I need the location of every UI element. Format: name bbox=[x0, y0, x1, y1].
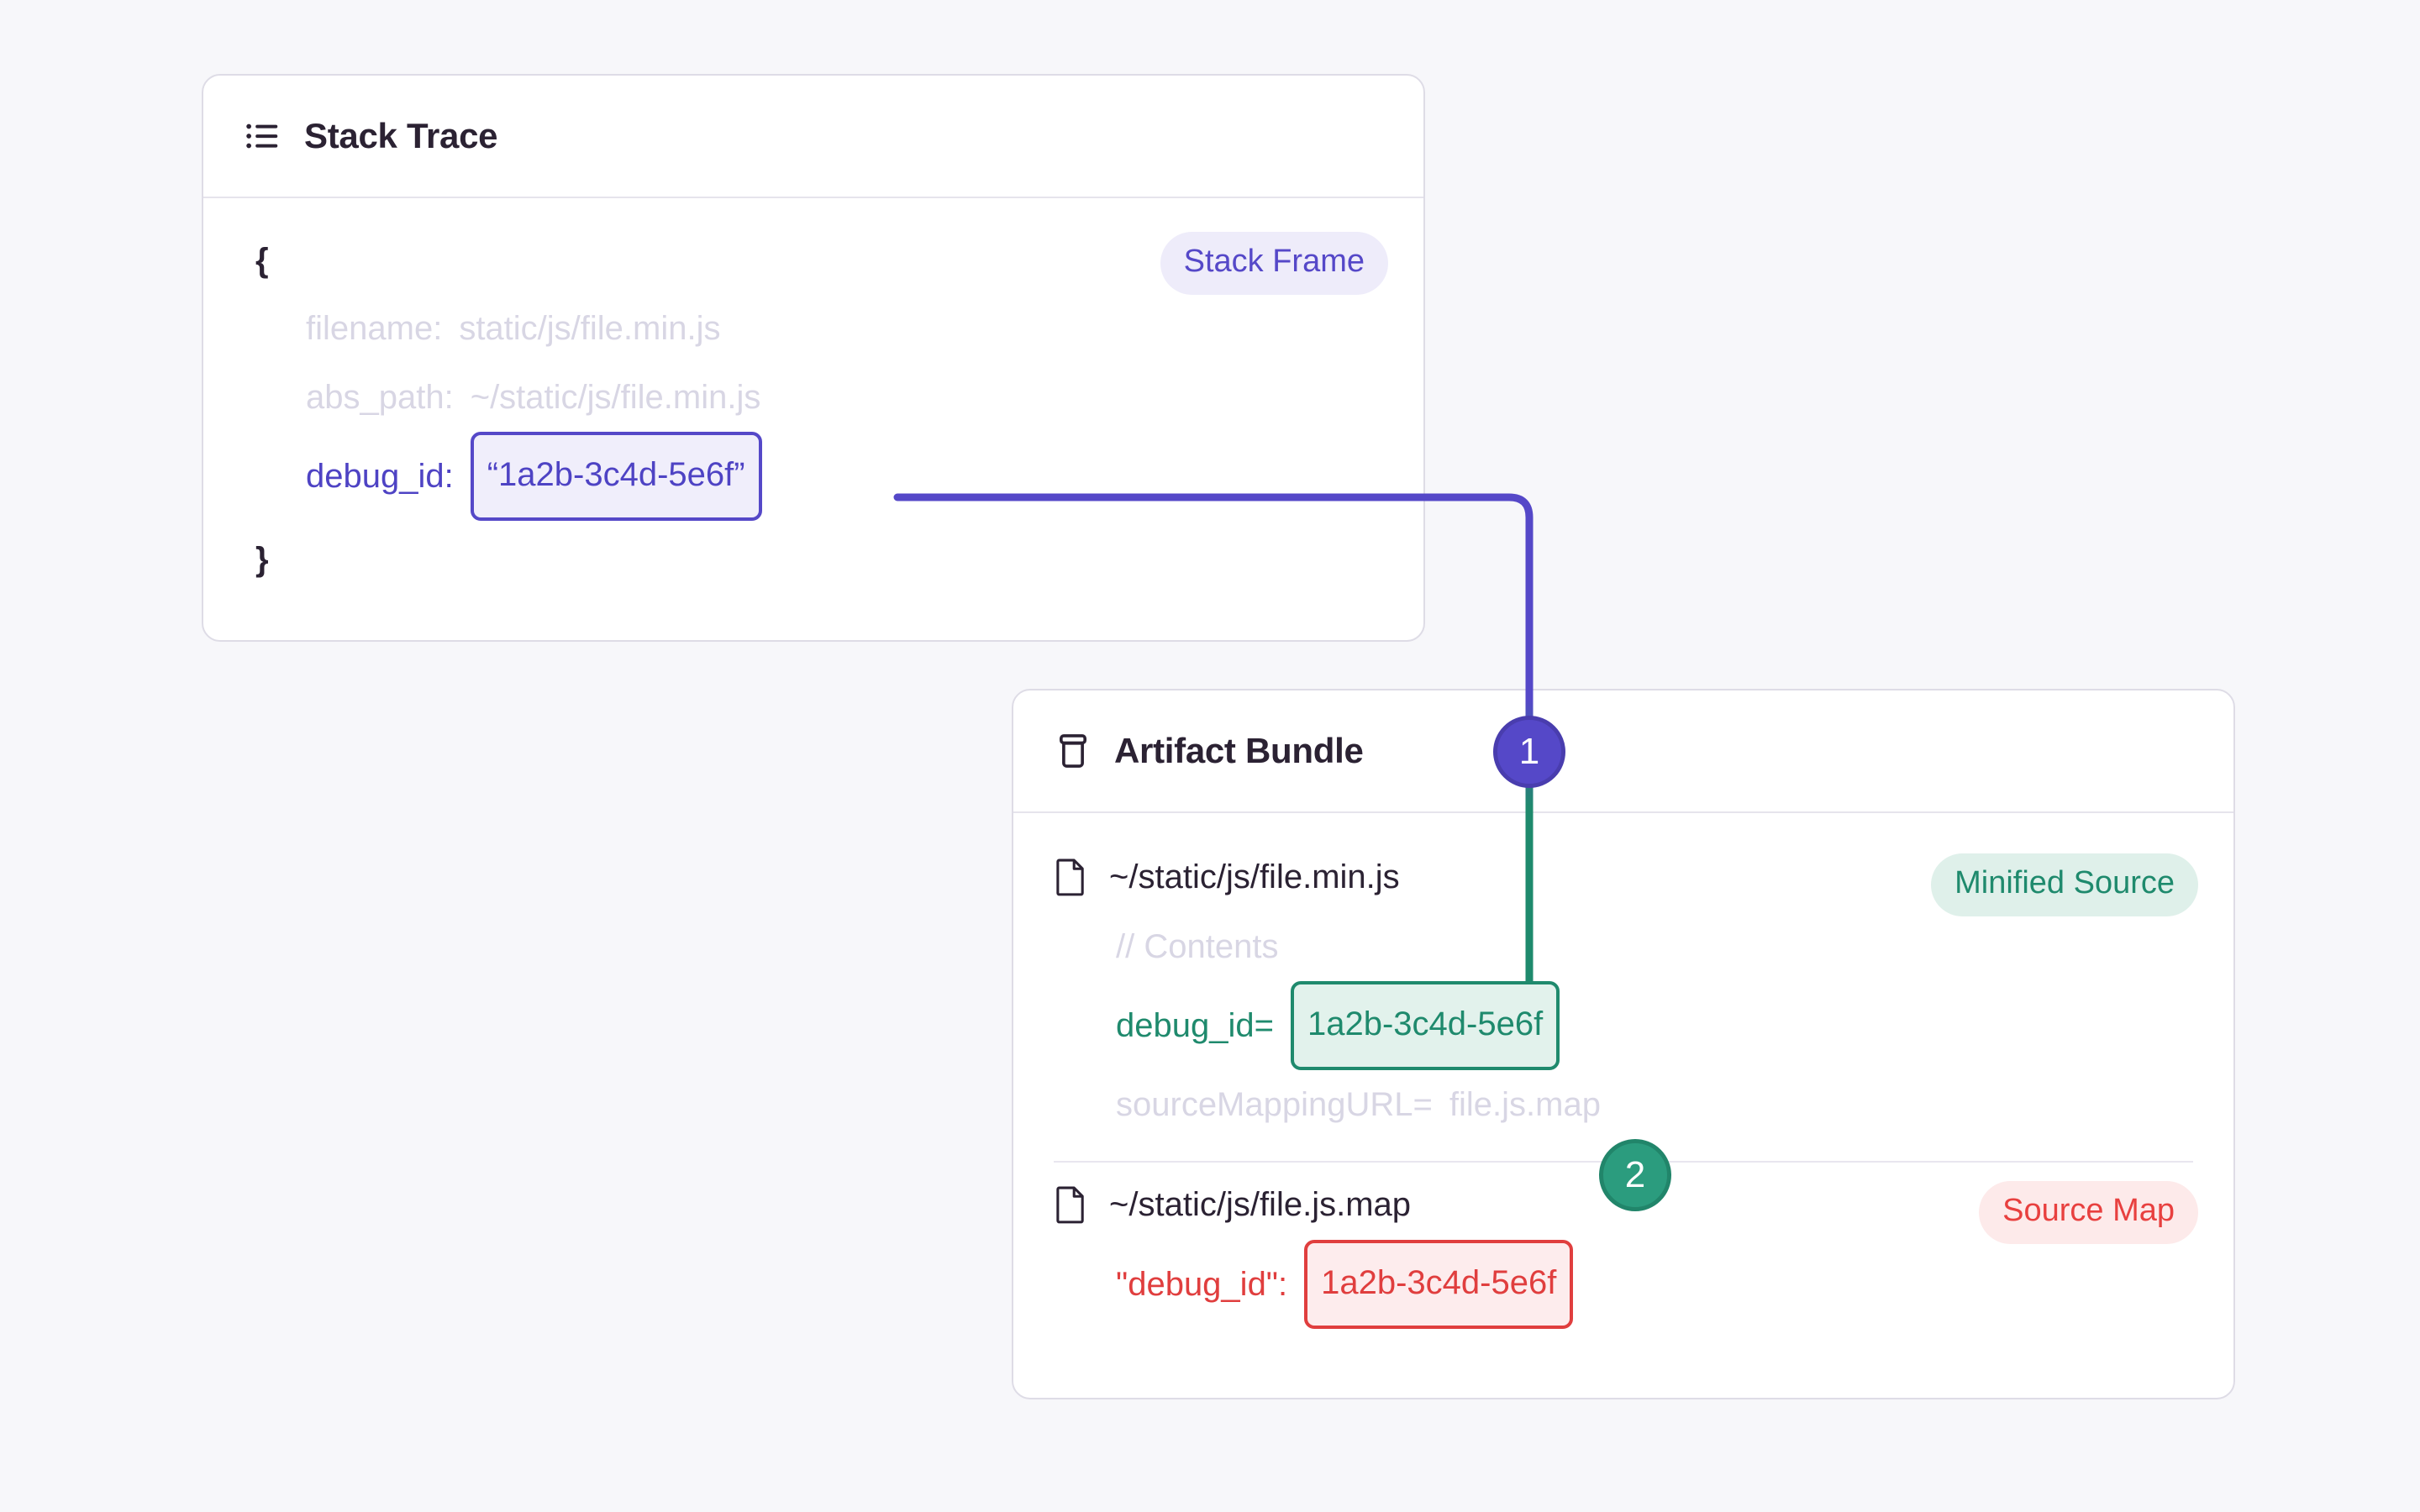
source-map-debug-id-line: "debug_id": 1a2b-3c4d-5e6f bbox=[1054, 1240, 2193, 1329]
step-badge-1-label: 1 bbox=[1518, 731, 1540, 772]
close-brace: } bbox=[255, 541, 269, 578]
stack-trace-title: Stack Trace bbox=[304, 116, 498, 155]
field-debug-id: debug_id: “1a2b-3c4d-5e6f” bbox=[244, 432, 1383, 521]
minified-source-badge: Minified Source bbox=[1931, 853, 2198, 916]
minified-source-filename: ~/static/js/file.min.js bbox=[1109, 858, 1400, 895]
field-filename: filename: static/js/file.min.js bbox=[244, 294, 1383, 363]
stack-trace-header: Stack Trace bbox=[203, 76, 1423, 198]
minified-source-debug-id-line: debug_id= 1a2b-3c4d-5e6f bbox=[1054, 981, 2193, 1070]
step-badge-1[interactable]: 1 bbox=[1493, 716, 1565, 788]
field-abs-path: abs_path: ~/static/js/file.min.js bbox=[244, 363, 1383, 432]
field-abs-path-value: ~/static/js/file.min.js bbox=[470, 379, 761, 416]
stackframe-debug-id-value[interactable]: “1a2b-3c4d-5e6f” bbox=[470, 432, 762, 521]
source-mapping-url-key: sourceMappingURL= bbox=[1116, 1086, 1433, 1123]
file-icon bbox=[1056, 1186, 1084, 1224]
step-badge-2[interactable]: 2 bbox=[1599, 1139, 1671, 1211]
source-map-section: Source Map ~/static/js/file.js.map "debu… bbox=[1054, 1169, 2198, 1329]
stack-trace-body: Stack Frame { filename: static/js/file.m… bbox=[203, 198, 1423, 598]
step-badge-2-label: 2 bbox=[1624, 1154, 1646, 1195]
stack-frame-badge: Stack Frame bbox=[1160, 232, 1388, 295]
artifact-bundle-header: Artifact Bundle bbox=[1013, 690, 2233, 813]
open-brace: { bbox=[255, 242, 269, 279]
source-map-file-row[interactable]: ~/static/js/file.js.map bbox=[1054, 1169, 2193, 1240]
field-abs-path-key: abs_path: bbox=[306, 379, 454, 416]
minified-source-debug-id-value[interactable]: 1a2b-3c4d-5e6f bbox=[1290, 981, 1560, 1070]
minified-source-section: Minified Source ~/static/js/file.min.js … bbox=[1054, 842, 2198, 1139]
field-debug-id-key: debug_id: bbox=[306, 458, 454, 495]
source-map-debug-id-value[interactable]: 1a2b-3c4d-5e6f bbox=[1304, 1240, 1574, 1329]
archive-box-icon bbox=[1059, 734, 1087, 768]
field-filename-value: static/js/file.min.js bbox=[459, 310, 721, 347]
minified-source-comment: // Contents bbox=[1054, 912, 2193, 981]
field-filename-key: filename: bbox=[306, 310, 443, 347]
source-mapping-url-value: file.js.map bbox=[1449, 1086, 1601, 1123]
source-mapping-url-line: sourceMappingURL= file.js.map bbox=[1054, 1070, 2193, 1139]
list-icon bbox=[246, 123, 278, 149]
stack-trace-card: Stack Trace Stack Frame { filename: stat… bbox=[202, 74, 1425, 642]
source-map-debug-id-key: "debug_id": bbox=[1116, 1266, 1288, 1303]
minified-source-debug-id-key: debug_id= bbox=[1116, 1007, 1274, 1044]
source-map-badge: Source Map bbox=[1979, 1181, 2198, 1244]
source-map-filename: ~/static/js/file.js.map bbox=[1109, 1185, 1412, 1223]
minified-source-comment-text: // Contents bbox=[1116, 928, 1279, 965]
artifact-bundle-title: Artifact Bundle bbox=[1114, 731, 1364, 770]
file-icon bbox=[1056, 858, 1084, 896]
artifact-bundle-card: Artifact Bundle Minified Source ~/static… bbox=[1012, 689, 2235, 1399]
artifact-bundle-body: Minified Source ~/static/js/file.min.js … bbox=[1013, 813, 2233, 1329]
